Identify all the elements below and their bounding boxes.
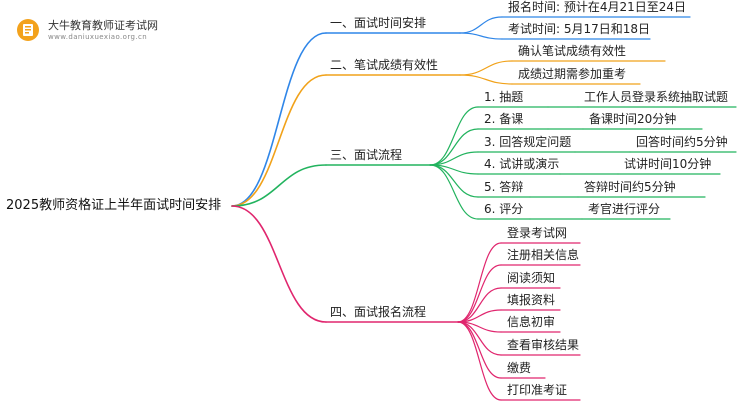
brand-title: 大牛教育教师证考试网 bbox=[48, 19, 158, 32]
leaf-node-4-1: 登录考试网 bbox=[507, 226, 568, 240]
child-edge-4-7 bbox=[457, 321, 502, 379]
leaf-node-3-3: 3. 回答规定问题 bbox=[484, 135, 572, 149]
branch-label-3: 三、面试流程 bbox=[330, 148, 403, 162]
book-badge-icon bbox=[17, 19, 39, 41]
leaf-node-3-5: 5. 答辩 bbox=[484, 180, 524, 194]
branch-edge-3 bbox=[231, 164, 327, 207]
child-edge-3-1 bbox=[429, 106, 479, 166]
detail-node-3-3: 回答时间约5分钟 bbox=[636, 135, 728, 149]
child-edge-4-8 bbox=[457, 321, 502, 401]
child-edge-4-1 bbox=[457, 242, 502, 323]
detail-node-3-2: 备课时间20分钟 bbox=[589, 112, 677, 126]
brand-url: www.daniuxuexiao.org.cn bbox=[48, 33, 148, 41]
branch-edge-4 bbox=[231, 205, 327, 323]
leaf-node-2-1: 确认笔试成绩有效性 bbox=[518, 44, 627, 58]
child-edge-4-3 bbox=[457, 287, 502, 323]
leaf-node-4-2: 注册相关信息 bbox=[507, 248, 580, 262]
child-edge-1-2 bbox=[459, 32, 503, 40]
leaf-node-3-2: 2. 备课 bbox=[484, 112, 524, 126]
leaf-node-3-4: 4. 试讲或演示 bbox=[484, 157, 560, 171]
leaf-node-4-6: 查看审核结果 bbox=[507, 338, 580, 352]
leaf-node-1-1: 报名时间: 预计在4月21日至24日 bbox=[508, 0, 687, 14]
child-edge-2-2 bbox=[459, 74, 513, 85]
leaf-node-4-7: 缴费 bbox=[507, 361, 532, 375]
leaf-node-1-2: 考试时间: 5月17日和18日 bbox=[508, 22, 651, 36]
leaf-node-4-8: 打印准考证 bbox=[507, 383, 568, 397]
leaf-node-4-5: 信息初审 bbox=[507, 315, 556, 329]
branch-label-2: 二、笔试成绩有效性 bbox=[330, 58, 439, 72]
leaf-node-3-1: 1. 抽题 bbox=[484, 90, 524, 104]
leaf-node-4-3: 阅读须知 bbox=[507, 271, 556, 285]
child-edge-3-2 bbox=[429, 128, 479, 166]
child-edge-3-6 bbox=[429, 164, 479, 220]
leaf-node-3-6: 6. 评分 bbox=[484, 202, 524, 216]
root-node: 2025教师资格证上半年面试时间安排 bbox=[6, 198, 222, 213]
branch-edge-2 bbox=[231, 74, 327, 207]
detail-node-3-1: 工作人员登录系统抽取试题 bbox=[584, 90, 729, 104]
branch-edge-1 bbox=[231, 32, 327, 207]
child-edge-2-1 bbox=[459, 60, 513, 76]
detail-node-3-6: 考官进行评分 bbox=[588, 202, 661, 216]
branch-label-4: 四、面试报名流程 bbox=[330, 305, 427, 319]
leaf-node-2-2: 成绩过期需参加重考 bbox=[518, 67, 627, 81]
brand-logo: 大牛教育教师证考试网 www.daniuxuexiao.org.cn bbox=[16, 14, 216, 48]
branch-label-1: 一、面试时间安排 bbox=[330, 16, 427, 30]
child-edge-1-1 bbox=[459, 16, 503, 34]
detail-node-3-5: 答辩时间约5分钟 bbox=[584, 180, 676, 194]
child-edge-4-2 bbox=[457, 264, 502, 323]
detail-node-3-4: 试讲时间10分钟 bbox=[624, 157, 712, 171]
leaf-node-4-4: 填报资料 bbox=[507, 293, 556, 307]
